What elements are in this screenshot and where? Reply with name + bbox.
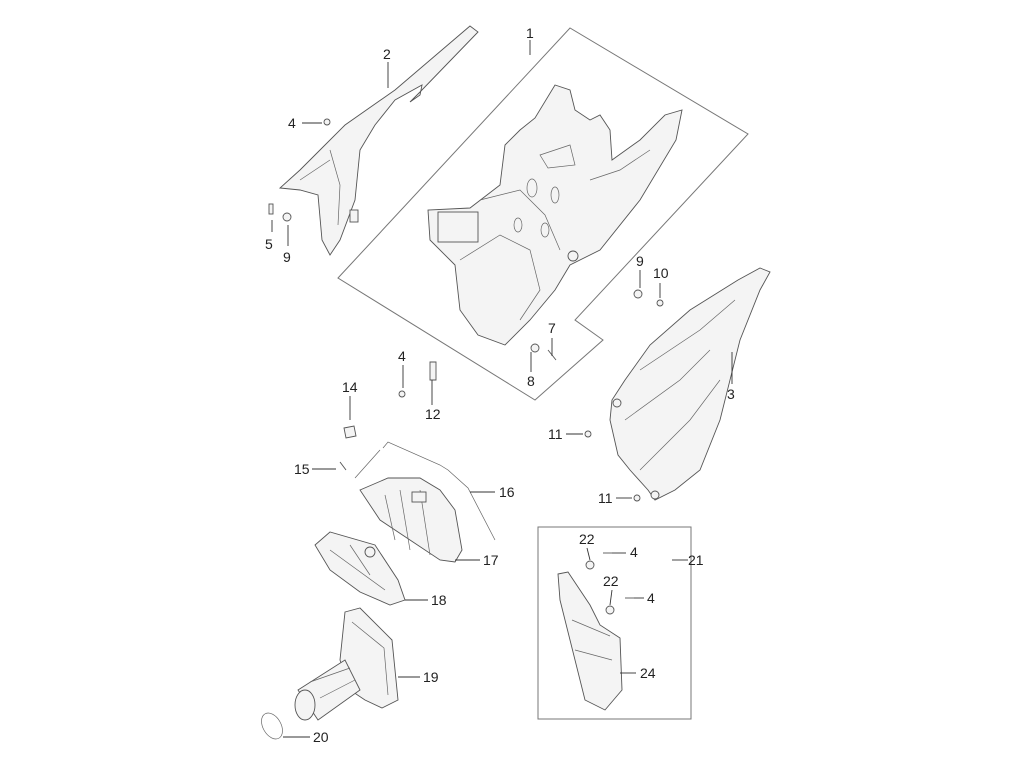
callout-4: 4: [288, 115, 296, 131]
callout-4: 4: [630, 544, 638, 560]
part-3-side-cover: [609, 267, 771, 501]
callout-9: 9: [283, 249, 291, 265]
callout-17: 17: [483, 552, 499, 568]
part-2-bracket: [278, 25, 479, 256]
part-19-intake-boot: [294, 607, 399, 721]
callout-11: 11: [598, 490, 613, 506]
part-1-airbox: [427, 84, 683, 346]
callout-2: 2: [383, 46, 391, 62]
callout-19: 19: [423, 669, 439, 685]
callout-4: 4: [398, 348, 406, 364]
assembly-1-frame: [337, 27, 749, 401]
leader-lines: [271, 40, 733, 738]
callout-5: 5: [265, 236, 273, 252]
callout-18: 18: [431, 592, 447, 608]
callout-10: 10: [653, 265, 669, 281]
callout-22: 22: [603, 573, 619, 589]
callout-14: 14: [342, 379, 358, 395]
callout-12: 12: [425, 406, 441, 422]
callout-4: 4: [647, 590, 655, 606]
part-24-snorkel: [557, 571, 623, 711]
callout-22: 22: [579, 531, 595, 547]
callout-11: 11: [548, 426, 563, 442]
part-17-air-filter: [359, 477, 463, 563]
callout-16: 16: [499, 484, 515, 500]
callout-21: 21: [688, 552, 704, 568]
callout-20: 20: [313, 729, 329, 745]
callout-15: 15: [294, 461, 310, 477]
callout-3: 3: [727, 386, 735, 402]
callout-9: 9: [636, 253, 644, 269]
callout-7: 7: [548, 320, 556, 336]
part-16-filter-cage-rod: [354, 441, 496, 541]
part-20-clamp: [261, 712, 283, 740]
callout-24: 24: [640, 665, 656, 681]
fasteners: [268, 118, 664, 615]
callout-8: 8: [527, 373, 535, 389]
assembly-21-frame: [537, 526, 692, 720]
part-18-filter-cage: [314, 531, 406, 606]
callout-1: 1: [526, 25, 534, 41]
callout-labels: 1 2 4 5 9 9 10 3 7 4 8 14 12 11 15 16 11…: [265, 25, 735, 745]
